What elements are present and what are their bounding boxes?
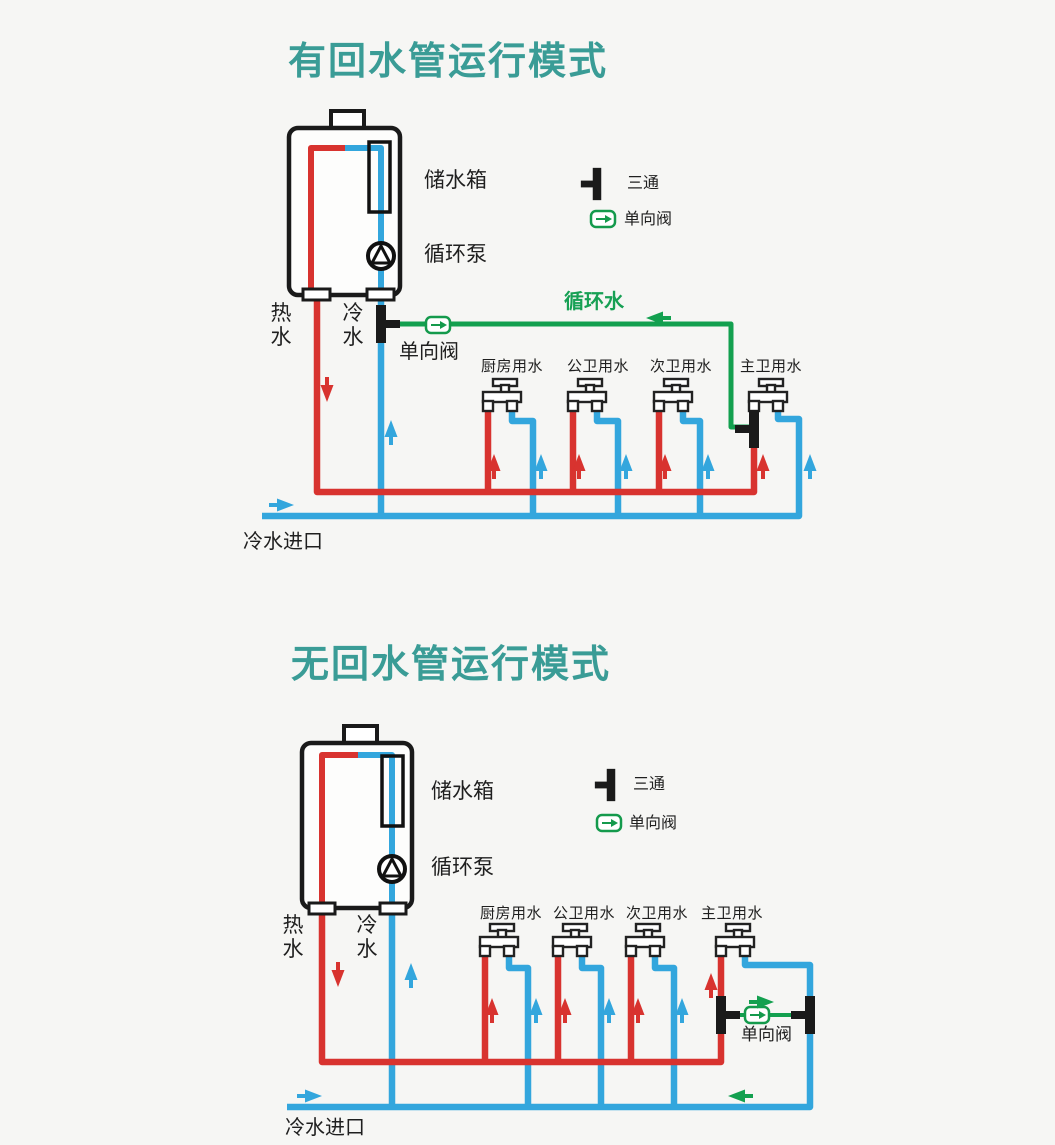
flow-arrow — [527, 996, 545, 1025]
faucet-icon-second-bath-2 — [624, 922, 666, 958]
flow-arrow-inlet-right-2 — [295, 1087, 324, 1105]
diagram2-without-return-pipe — [287, 724, 815, 1111]
faucet-icon-kitchen-2 — [478, 922, 520, 958]
check-valve-label-inline-2: 单向阀 — [741, 1025, 792, 1044]
diagram1-with-return-pipe — [262, 109, 819, 520]
flow-arrow-inlet-right-1 — [267, 496, 296, 514]
hot-water-label-2: 热水 — [282, 914, 304, 962]
flow-arrow — [617, 452, 635, 481]
fixture-label-public-bath-1: 公卫用水 — [567, 358, 630, 375]
fixture-label-master-bath-1: 主卫用水 — [740, 358, 803, 375]
cold-inlet-port — [378, 901, 408, 916]
tee-icon-master-hot — [735, 410, 759, 448]
flow-arrow — [754, 452, 772, 481]
storage-tank-label-2: 储水箱 — [431, 780, 494, 803]
flow-arrow — [673, 996, 691, 1025]
faucet-icon-public-bath-2 — [551, 922, 593, 958]
faucet-icon-kitchen-1 — [481, 377, 523, 413]
faucet-icon-public-bath-1 — [566, 377, 608, 413]
tee-icon-bridge-cold — [791, 996, 815, 1034]
diagram1-title: 有回水管运行模式 — [288, 41, 609, 83]
circulation-pump-icon — [366, 241, 396, 271]
cold-water-pipes-1 — [262, 296, 803, 520]
cold-water-pipes-2 — [287, 908, 814, 1111]
storage-tank-icon — [380, 754, 405, 828]
flow-arrow — [702, 971, 720, 1000]
hot-outlet-port — [307, 901, 337, 916]
flow-arrow-cold-up — [382, 418, 400, 447]
flow-arrow — [699, 452, 717, 481]
hot-outlet-port — [301, 287, 332, 302]
cold-inlet-port — [365, 287, 396, 302]
circulation-pump-icon — [377, 854, 407, 884]
legend-check-valve-label-2: 单向阀 — [629, 815, 678, 832]
storage-tank-icon — [367, 140, 392, 214]
legend-check-valve-icon-1 — [589, 209, 617, 229]
fixture-label-kitchen-2: 厨房用水 — [480, 905, 543, 922]
flow-arrow-cold-up — [402, 961, 420, 990]
legend-tee-icon-2 — [594, 768, 616, 802]
cold-water-label-2: 冷水 — [356, 914, 378, 962]
water-heater-1 — [286, 109, 403, 302]
flow-arrow — [532, 452, 550, 481]
legend-tee-label-2: 三通 — [633, 776, 666, 793]
hot-water-pipes-1 — [313, 296, 758, 496]
legend-check-valve-label-1: 单向阀 — [624, 211, 673, 228]
storage-tank-label-1: 储水箱 — [424, 169, 487, 192]
water-heater-2 — [299, 724, 415, 916]
fixture-label-master-bath-2: 主卫用水 — [701, 905, 764, 922]
cold-water-label-1: 冷水 — [342, 302, 364, 350]
tee-icon-cold-riser — [376, 305, 400, 343]
flow-arrow-hot-down — [318, 375, 336, 404]
faucet-icon-master-bath-2 — [714, 922, 756, 958]
check-valve-label-inline-1: 单向阀 — [399, 341, 459, 363]
hot-water-label-1: 热水 — [270, 302, 292, 350]
legend-tee-icon-1 — [580, 167, 602, 201]
diagram2-title: 无回水管运行模式 — [291, 644, 612, 686]
tee-icon-bridge-hot — [716, 996, 740, 1034]
circulation-water-label: 循环水 — [564, 291, 624, 313]
flow-arrow — [801, 452, 819, 481]
fixture-label-second-bath-2: 次卫用水 — [626, 905, 689, 922]
flow-arrow-hot-down — [329, 960, 347, 989]
circulation-pump-label-2: 循环泵 — [431, 856, 494, 879]
fixture-label-kitchen-1: 厨房用水 — [481, 358, 544, 375]
fixture-label-public-bath-2: 公卫用水 — [553, 905, 616, 922]
cold-inlet-label-1: 冷水进口 — [243, 531, 323, 553]
legend-check-valve-icon-2 — [595, 813, 623, 833]
fixture-label-second-bath-1: 次卫用水 — [650, 358, 713, 375]
check-valve-icon-return — [424, 315, 452, 335]
flow-arrow — [600, 996, 618, 1025]
faucet-icon-second-bath-1 — [652, 377, 694, 413]
flow-arrow-return-left — [726, 1087, 755, 1105]
circulation-pump-label-1: 循环泵 — [424, 243, 487, 266]
faucet-icon-master-bath-1 — [747, 377, 789, 413]
legend-tee-label-1: 三通 — [627, 175, 660, 192]
check-valve-icon-bridge — [743, 1005, 771, 1025]
cold-inlet-label-2: 冷水进口 — [285, 1117, 365, 1139]
